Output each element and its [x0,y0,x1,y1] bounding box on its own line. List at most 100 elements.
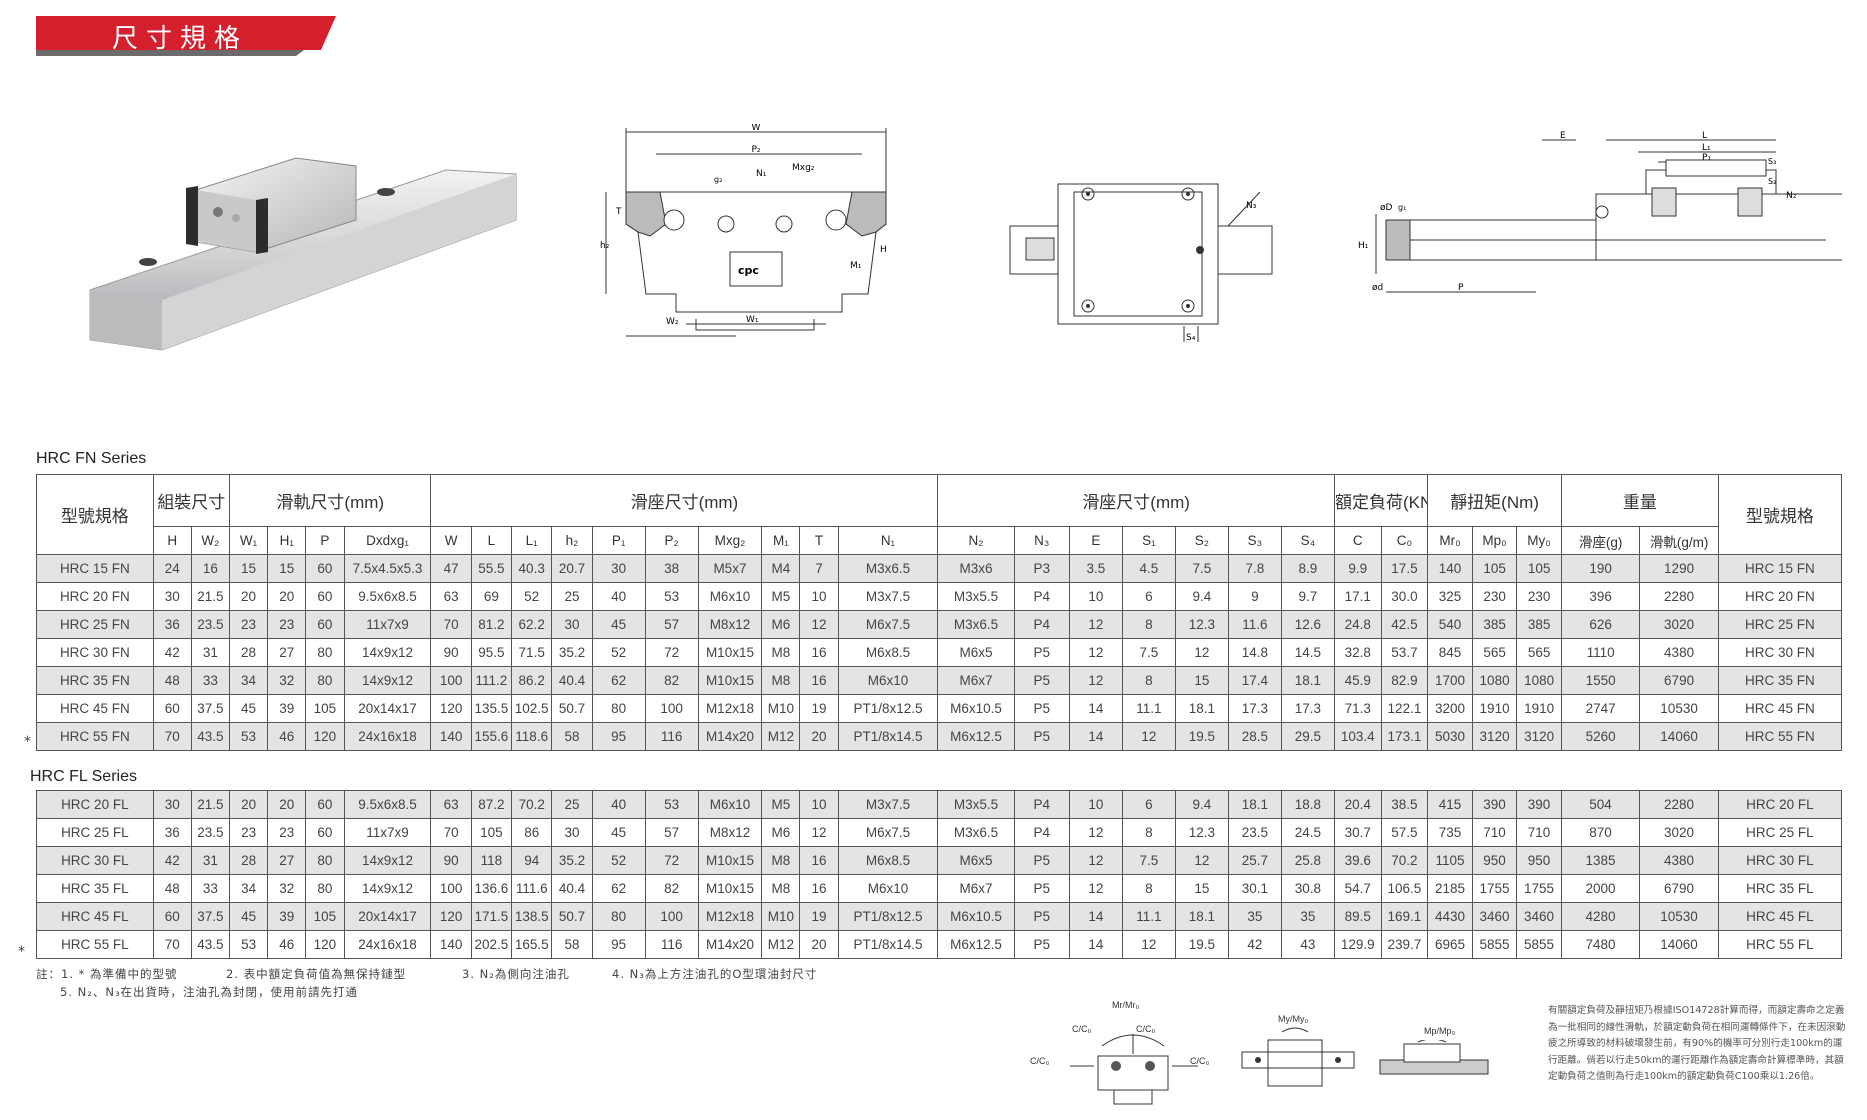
table-cell: 32 [267,874,307,903]
table-cell: P5 [1013,846,1070,875]
table-cell: M14x20 [697,722,763,751]
table-cell: 6790 [1639,874,1719,903]
table-cell: P5 [1013,666,1070,695]
table-cell: 86.2 [511,666,553,695]
table-cell: M3x5.5 [937,582,1015,611]
table-cell: 57 [644,818,699,847]
table-cell: 19.5 [1174,722,1229,751]
table-cell: 2000 [1560,874,1641,903]
dim-h-label: H [880,245,887,255]
table-cell: 14x9x12 [343,846,432,875]
table-cell: 30 [152,582,192,611]
table-cell: 27 [267,846,307,875]
table-cell: 105 [305,902,345,931]
table-cell: 870 [1560,818,1641,847]
table-cell: 45 [228,694,269,723]
table-cell: 17.1 [1333,582,1382,611]
table-cell: 140 [430,930,472,959]
table-cell: 18.1 [1174,694,1229,723]
table-cell: 8 [1121,666,1176,695]
table-cell: 36 [152,818,192,847]
c-c0-right-top-label: C/C₀ [1136,1024,1156,1034]
table-cell: 14x9x12 [343,638,432,667]
table-cell: 39.6 [1333,846,1382,875]
col-w: W [430,526,472,555]
table-cell: 136.6 [470,874,513,903]
block-header: 滑座尺寸(mm) [430,474,939,527]
table-cell: 60 [305,790,345,819]
table-cell: M3x7.5 [837,790,939,819]
table-cell: 165.5 [511,930,553,959]
c-c0-left-label: C/C₀ [1030,1056,1050,1066]
table-cell: M6x10.5 [937,694,1015,723]
table-cell: 230 [1471,582,1518,611]
col-p: P [305,526,345,555]
table-cell: P4 [1013,790,1070,819]
table-cell: 82 [644,874,699,903]
table-cell: 53 [228,722,269,751]
table-cell: 53 [644,790,699,819]
table-cell: 105 [1471,554,1518,583]
table-cell: 20x14x17 [343,694,432,723]
table-cell: 9.4 [1174,790,1229,819]
table-cell: M14x20 [697,930,763,959]
table-cell: 30 [551,818,593,847]
assembly-header: 組裝尺寸 [152,474,230,527]
dim-od-label: øD [1380,203,1393,213]
table-cell: 3020 [1639,610,1719,639]
table-cell: 20 [799,722,839,751]
table-cell: 90 [430,846,472,875]
table-cell: 6 [1121,790,1176,819]
table-cell: 6 [1121,582,1176,611]
table-cell: 18.1 [1280,666,1335,695]
table-cell: 626 [1560,610,1641,639]
col-l: L [470,526,513,555]
table-cell: HRC 30 FN [1717,638,1843,667]
table-cell: 8 [1121,874,1176,903]
table-cell: 45 [591,818,646,847]
table-cell: 12.3 [1174,818,1229,847]
table-cell: 60 [305,554,345,583]
table-cell: 20.4 [1333,790,1382,819]
table-cell: M6x7.5 [837,818,939,847]
table-cell: 47 [430,554,472,583]
table-cell: 9.5x6x8.5 [343,790,432,819]
table-cell: 12 [1174,638,1229,667]
col-mxg2: Mxg₂ [697,526,763,555]
col-e: E [1068,526,1123,555]
c-c0-left-top-label: C/C₀ [1072,1024,1092,1034]
table-cell: 10 [799,790,839,819]
table-cell: 5855 [1516,930,1562,959]
col-dxdxg1: Dxdxg₁ [343,526,432,555]
table-cell: HRC 45 FL [36,902,154,931]
table-cell: M10 [761,902,801,931]
table-cell: 40.3 [511,554,553,583]
table-cell: HRC 25 FL [1717,818,1843,847]
table-cell: 40 [591,790,646,819]
table-cell: 25 [551,582,593,611]
table-cell: 1755 [1516,874,1562,903]
table-cell: M8 [761,638,801,667]
table-cell: M12x18 [697,902,763,931]
dim-e-label: E [1560,131,1566,141]
table-cell: 14 [1068,722,1123,751]
table-cell: 55.5 [470,554,513,583]
fn-series-label: HRC FN Series [36,450,147,467]
table-cell: M12 [761,930,801,959]
table-cell: 16 [799,846,839,875]
rating-explanation-paragraph: 有關額定負荷及靜扭矩乃根據ISO14728計算而得，而額定壽命之定義為一批相同的… [1548,1005,1846,1082]
table-cell: 18.8 [1280,790,1335,819]
table-cell: 86 [511,818,553,847]
table-cell: 80 [591,902,646,931]
col-w2: W₂ [190,526,230,555]
table-cell: 122.1 [1380,694,1429,723]
table-cell: 14 [1068,930,1123,959]
table-cell: 30.1 [1227,874,1282,903]
note-3: 3. N₂為側向注油孔 [462,967,570,981]
table-cell: 54.7 [1333,874,1382,903]
fn-spec-table: 型號規格 組裝尺寸 滑軌尺寸(mm) 滑座尺寸(mm) 滑座尺寸(mm) 額定負… [36,474,1843,751]
linear-guide-product-image [89,157,517,351]
table-cell: 24.8 [1333,610,1382,639]
